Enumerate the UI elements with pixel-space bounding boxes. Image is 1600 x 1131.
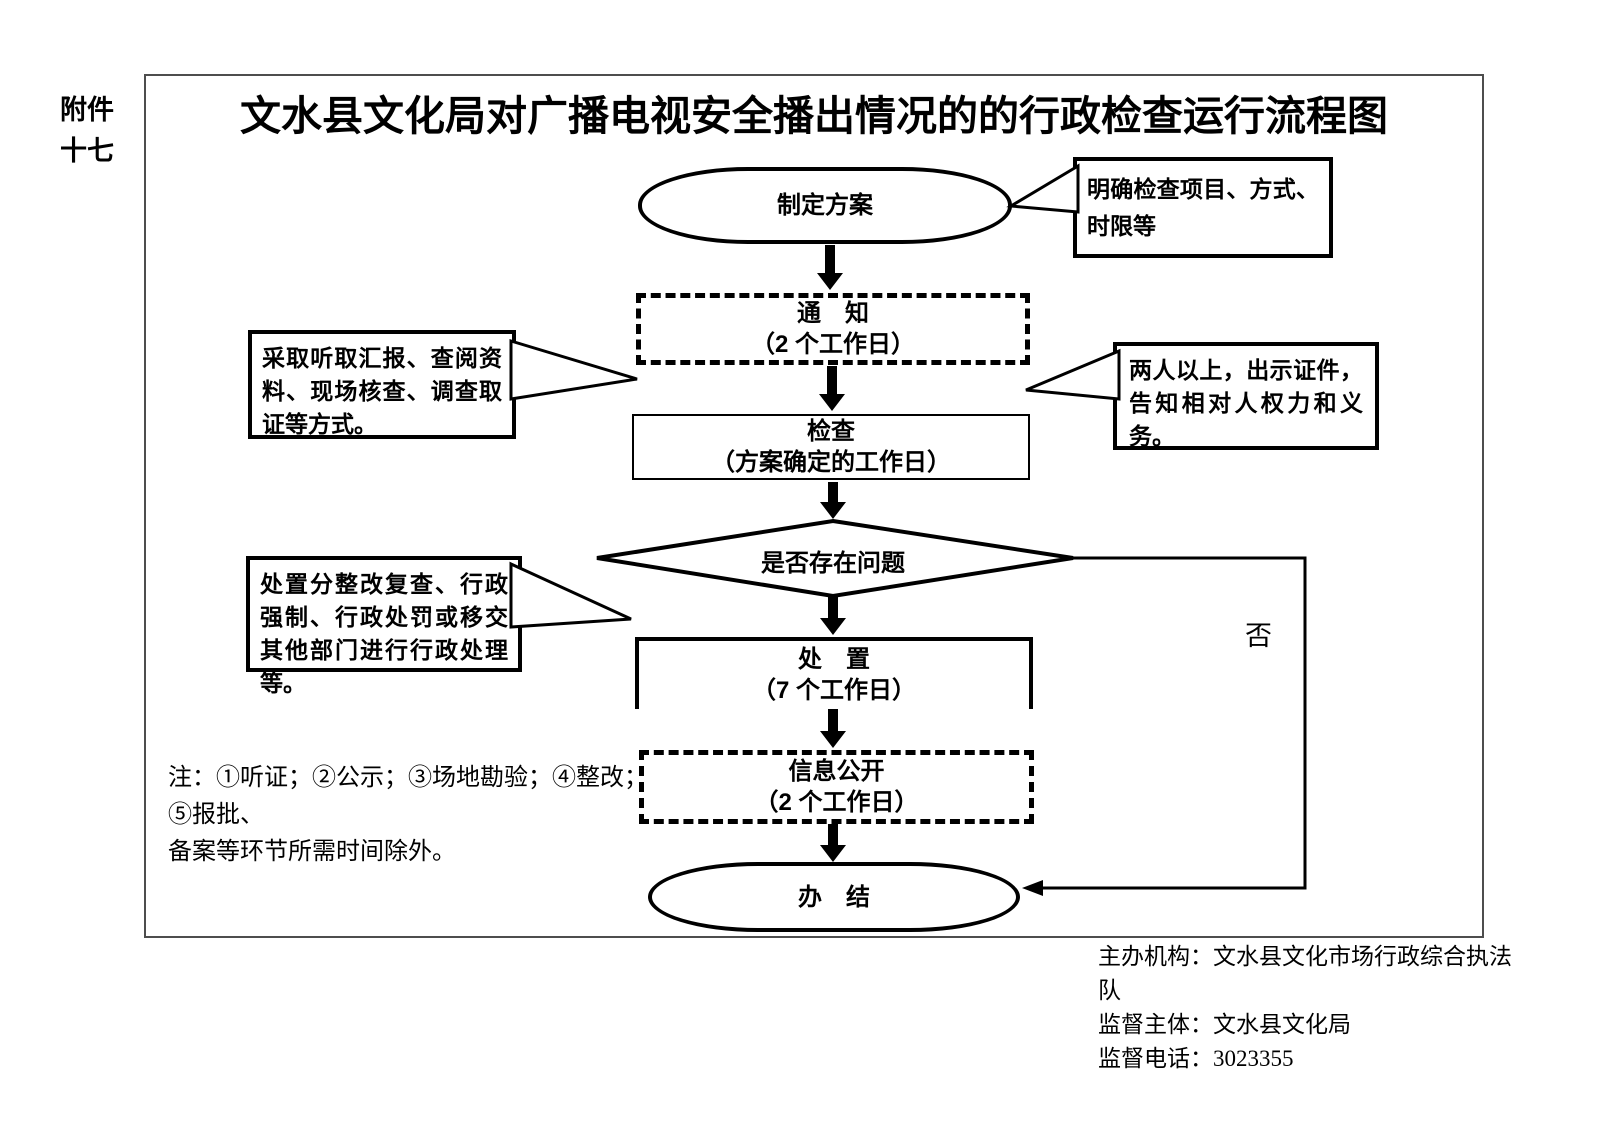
- node-notify-duration: （2 个工作日）: [750, 331, 915, 358]
- attachment-label-line2: 十七: [60, 136, 114, 166]
- footnote-line2: 备案等环节所需时间除外。: [168, 839, 456, 865]
- node-notify: 通 知 （2 个工作日）: [636, 293, 1030, 365]
- attachment-label-line1: 附件: [60, 95, 114, 125]
- page-title: 文水县文化局对广播电视安全播出情况的的行政检查运行流程图: [240, 93, 1388, 139]
- node-information-publicity-duration: （2 个工作日）: [754, 789, 919, 816]
- footer-phone: 监督电话：3023355: [1098, 1046, 1294, 1071]
- node-conclude: 办 结: [648, 862, 1020, 932]
- footer-info: 主办机构：文水县文化市场行政综合执法队 监督主体：文水县文化局 监督电话：302…: [1098, 940, 1518, 1076]
- node-make-plan: 制定方案: [638, 167, 1012, 244]
- node-make-plan-label: 制定方案: [777, 192, 873, 219]
- node-conclude-label: 办 结: [798, 883, 870, 911]
- branch-no-label: 否: [1245, 621, 1272, 651]
- node-dispose-label: 处 置: [798, 646, 870, 673]
- footnote-line1: 注：①听证；②公示；③场地勘验；④整改；⑤报批、: [168, 765, 648, 828]
- callout-credential-note: 两人以上，出示证件，告知相对人权力和义务。: [1113, 342, 1379, 450]
- callout-disposal-note: 处置分整改复查、行政强制、行政处罚或移交其他部门进行行政处理等。: [246, 556, 522, 696]
- callout-method-note: 采取听取汇报、查阅资料、现场核查、调查取证等方式。: [248, 330, 516, 439]
- node-dispose-duration: （7 个工作日）: [751, 677, 916, 704]
- footnote: 注：①听证；②公示；③场地勘验；④整改；⑤报批、 备案等环节所需时间除外。: [168, 760, 658, 871]
- callout-plan-note: 明确检查项目、方式、时限等: [1073, 157, 1333, 258]
- diagram-border: [144, 74, 1484, 938]
- attachment-label: 附件 十七: [60, 90, 150, 172]
- node-inspect: 检查 （方案确定的工作日）: [632, 414, 1030, 480]
- node-inspect-duration: （方案确定的工作日）: [711, 449, 951, 476]
- node-inspect-label: 检查: [807, 418, 855, 445]
- node-decision-label: 是否存在问题: [761, 550, 905, 577]
- footer-organizer: 主办机构：文水县文化市场行政综合执法队: [1098, 944, 1512, 1003]
- node-information-publicity: 信息公开 （2 个工作日）: [639, 750, 1034, 824]
- node-dispose: 处 置 （7 个工作日）: [635, 637, 1033, 709]
- node-information-publicity-label: 信息公开: [788, 758, 885, 785]
- node-notify-label: 通 知: [797, 300, 869, 327]
- footer-supervisor: 监督主体：文水县文化局: [1098, 1012, 1351, 1037]
